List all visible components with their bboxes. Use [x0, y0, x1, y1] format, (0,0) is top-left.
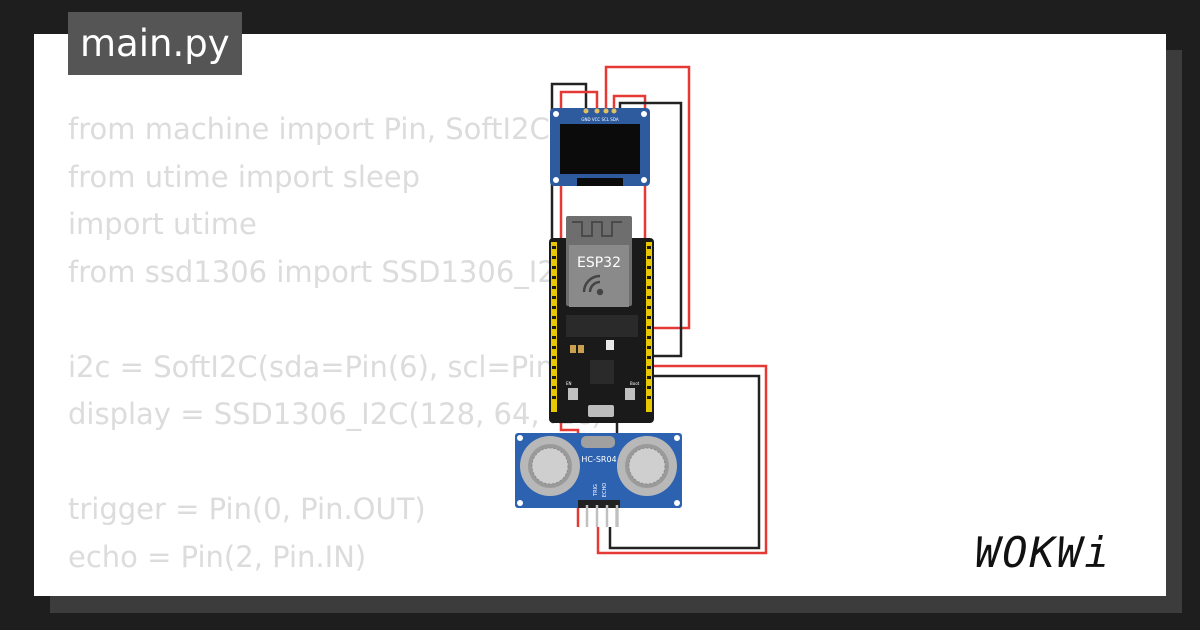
code-line: echo = Pin(2, Pin.IN)	[68, 539, 367, 574]
esp32-board: ESP32	[549, 216, 654, 423]
code-line: i2c = SoftI2C(sda=Pin(6), scl=Pin(5))	[68, 349, 607, 384]
trig-label: TRIG	[593, 484, 599, 497]
oled-display: GND VCC SCL SDA	[550, 108, 650, 186]
wire-oled-scl	[604, 65, 691, 330]
sensor-label: HC-SR04	[581, 455, 616, 464]
en-label: EN	[566, 381, 572, 386]
code-line: import utime	[68, 207, 257, 241]
code-view: from machine import Pin, SoftI2C from uti…	[68, 106, 606, 581]
code-line: display = SSD1306_I2C(128, 64, i2c)	[68, 397, 603, 431]
wire-oled-sda-ret	[618, 101, 683, 358]
file-tab[interactable]: main.py	[68, 12, 242, 75]
code-line: from utime import sleep	[68, 159, 421, 194]
oled-pin-labels: GND VCC SCL SDA	[581, 117, 618, 122]
wire-oled-sda	[612, 94, 647, 330]
wokwi-logo: WOKWi	[975, 528, 1112, 577]
code-line: from machine import Pin, SoftI2C	[68, 112, 550, 146]
boot-label: Boot	[630, 381, 640, 386]
code-line: trigger = Pin(0, Pin.OUT)	[68, 492, 426, 526]
code-line: from ssd1306 import SSD1306_I2C	[68, 254, 577, 289]
ultrasonic-sensor: HC-SR04 TRIG ECHO	[515, 433, 682, 527]
wire-echo	[608, 374, 761, 550]
wifi-icon	[582, 274, 604, 296]
echo-label: ECHO	[602, 483, 608, 497]
wire-trig	[596, 364, 768, 555]
esp32-label: ESP32	[577, 255, 621, 271]
